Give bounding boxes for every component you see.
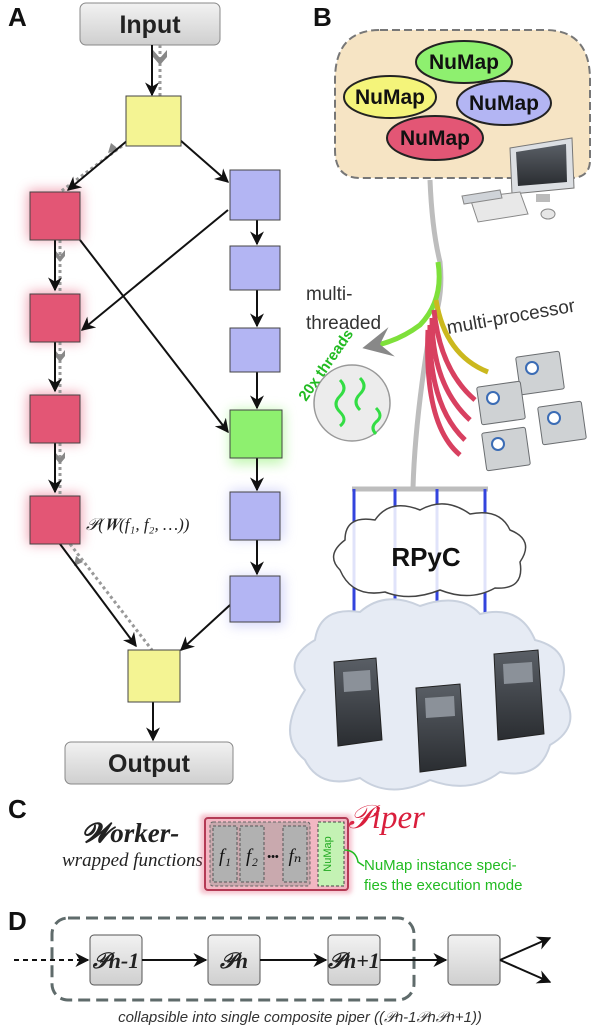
piper-label-prev: 𝒫n-1 (92, 948, 139, 973)
blue-node-2 (229, 245, 281, 291)
function-label-1: f₁ (219, 846, 231, 867)
threads-circle (313, 364, 391, 442)
panel-b-label: B (313, 2, 332, 32)
function-label-2: f₂ (246, 846, 258, 867)
blue-node-5 (229, 575, 281, 623)
dag-edges (48, 45, 264, 742)
numap-ellipse-green (415, 40, 513, 84)
processor-branches (425, 299, 489, 457)
numap-label-yellow: NuMap (355, 86, 425, 109)
blue-node-3 (229, 327, 281, 373)
red-node-3 (29, 394, 81, 444)
worker-label-2: wrapped functions (62, 850, 203, 871)
panel-d-label: D (8, 906, 27, 936)
output-box (64, 741, 234, 785)
cpu-chip-icons (476, 350, 587, 472)
red-node-2 (29, 293, 81, 343)
numap-note-1: NuMap instance speci- (364, 857, 517, 874)
numap-ellipse-yellow (343, 75, 437, 119)
output-label: Output (108, 750, 191, 778)
numap-slot-label: NuMap (322, 836, 334, 871)
blue-node-4 (229, 491, 281, 541)
collapse-caption: collapsible into single composite piper … (118, 1009, 482, 1026)
fork-edge-up (499, 936, 552, 961)
numap-note-2: fies the execution mode (364, 877, 522, 894)
thread-branch (362, 261, 442, 357)
numap-label-green: NuMap (429, 51, 499, 74)
red-node-1 (29, 191, 81, 241)
function-box-2 (239, 825, 265, 883)
rpyc-cloud (332, 503, 527, 598)
piper-expression: 𝒫(𝑾(f₁, f₂, …)) (86, 515, 190, 534)
blue-node-1 (229, 169, 281, 221)
desktop-computer-icon (461, 137, 575, 223)
output-node (447, 934, 501, 986)
function-label-n: fₙ (289, 846, 302, 867)
numap-ellipse-red (386, 115, 484, 161)
red-node-4 (29, 495, 81, 545)
dataflow-chevrons (55, 50, 167, 566)
yellow-node-bottom (127, 649, 181, 703)
rpyc-label: RPyC (391, 542, 461, 572)
yellow-node-top (125, 95, 182, 147)
thread-squiggles (334, 376, 382, 436)
function-box-n (282, 825, 308, 883)
multi-threaded-label-1: multi- (306, 284, 352, 305)
green-node (229, 409, 283, 459)
numap-label-red: NuMap (400, 127, 470, 150)
multi-threaded-label-2: threaded (306, 313, 381, 334)
input-box (79, 2, 221, 46)
panel-c-label: C (8, 794, 27, 824)
multi-processor-label: multi-processor (445, 296, 577, 339)
input-label: Input (119, 11, 181, 39)
worker-label-1: 𝓦orker- (82, 818, 179, 848)
panel-a-label: A (8, 2, 27, 32)
server-tower-icons (333, 649, 545, 773)
numap-ellipse-blue (456, 80, 552, 126)
piper-label: 𝒫iper (348, 800, 425, 836)
numap-pointer (343, 849, 365, 867)
dag-nodes (29, 95, 283, 703)
piper-label-n: 𝒫n (219, 948, 248, 973)
numap-label-blue: NuMap (469, 92, 539, 115)
function-box-1 (212, 825, 238, 883)
piper-label-next: 𝒫n+1 (327, 948, 380, 973)
function-ellipsis: ••• (267, 851, 279, 863)
fork-edge-down (499, 959, 552, 984)
numap-slot (317, 821, 345, 887)
